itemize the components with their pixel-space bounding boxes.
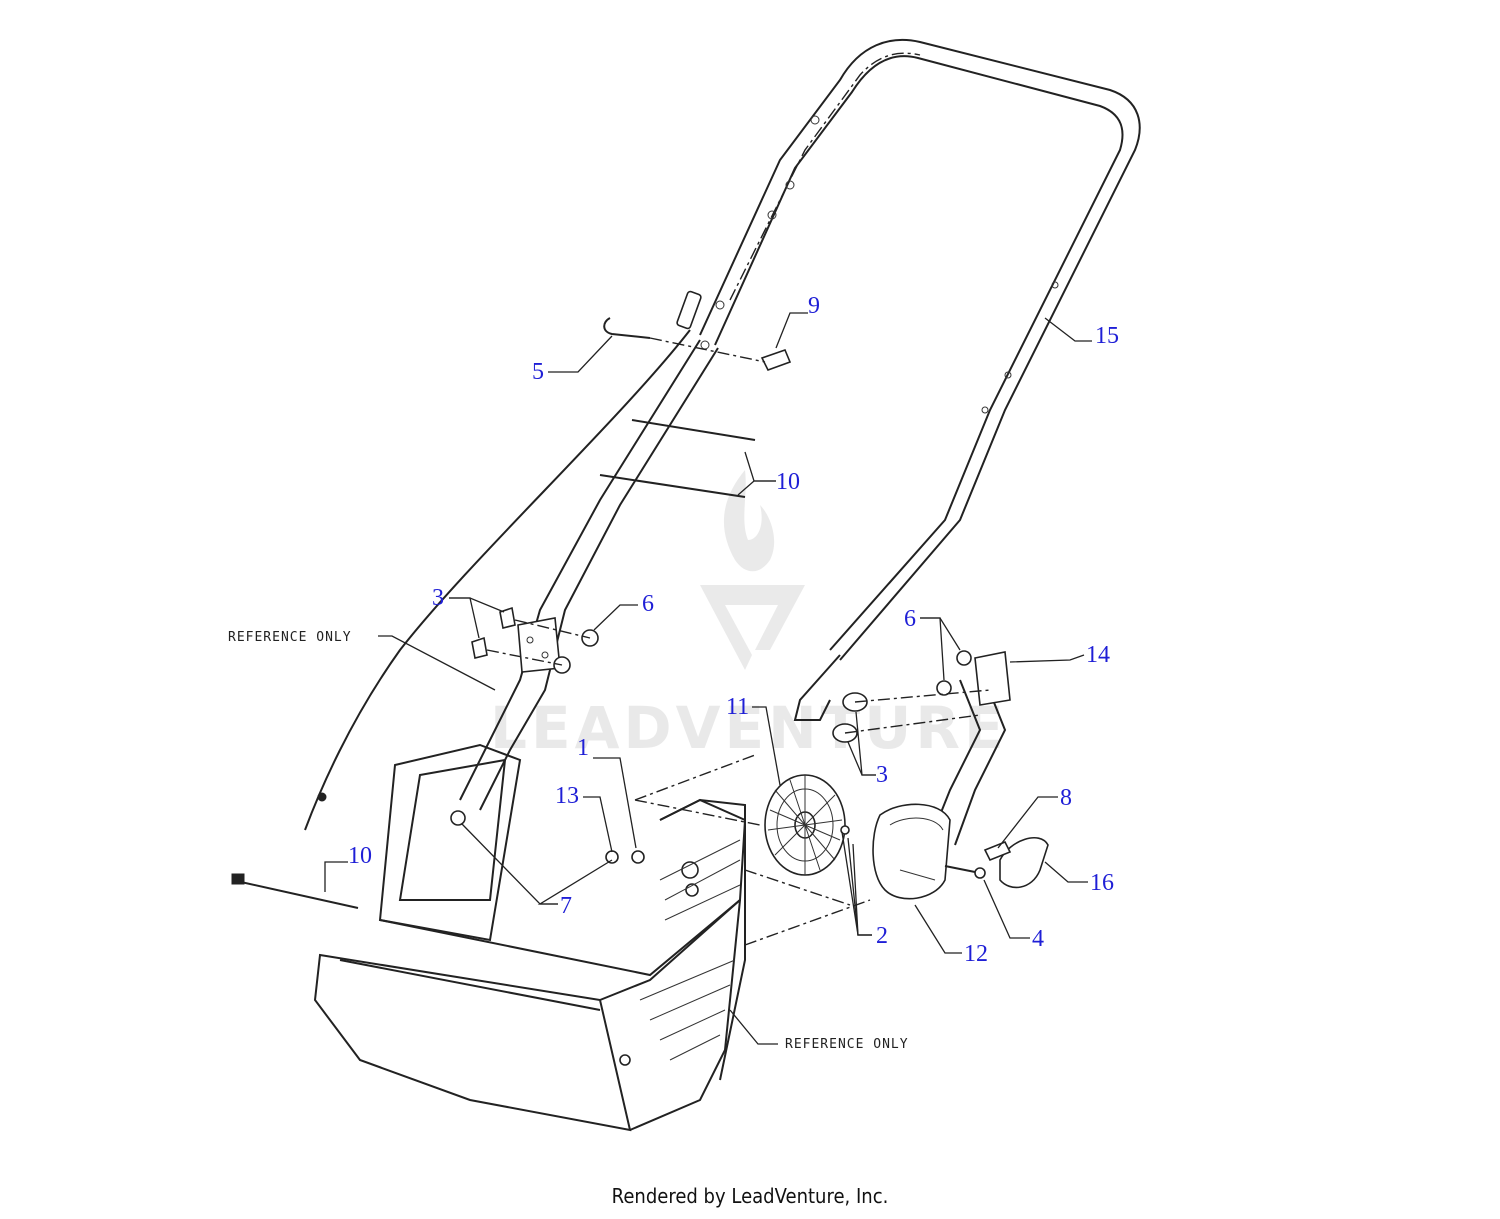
- callout-7: 7: [560, 893, 572, 919]
- watermark-text: LEADVENTURE: [490, 694, 1008, 762]
- watermark-logo: LEADVENTURE: [490, 470, 1008, 762]
- bracket-part-9: [649, 337, 792, 371]
- callout-5: 5: [532, 359, 544, 385]
- exploded-lines: [634, 754, 871, 946]
- callout-8: 8: [1060, 785, 1072, 811]
- cover-part-12: [872, 803, 951, 900]
- upper-handle: [699, 38, 1141, 661]
- callout-11: 11: [726, 694, 749, 720]
- callout-numbers: 5 9 15 10 3 6 6 14 11 1 3 13 8 10 16 7 2…: [348, 293, 1119, 967]
- reference-only-label-upper: REFERENCE ONLY: [228, 630, 352, 645]
- callout-16: 16: [1090, 870, 1114, 896]
- callout-6-left: 6: [642, 591, 654, 617]
- callout-4: 4: [1032, 926, 1044, 952]
- callout-1: 1: [577, 735, 589, 761]
- housing-frame: [313, 743, 747, 1132]
- callout-15: 15: [1095, 323, 1119, 349]
- reference-only-label-lower: REFERENCE ONLY: [785, 1037, 909, 1052]
- hardware-right: [832, 650, 991, 743]
- footer-credit: Rendered by LeadVenture, Inc.: [611, 1184, 889, 1208]
- washers: [605, 850, 645, 864]
- callout-9: 9: [808, 293, 820, 319]
- callout-14: 14: [1086, 642, 1110, 668]
- callout-12: 12: [964, 941, 988, 967]
- leader-lines: [324, 312, 1092, 1045]
- callout-10-lower: 10: [348, 843, 372, 869]
- pulley-part-11: [764, 774, 850, 876]
- control-cable: [304, 290, 702, 831]
- callout-6-right: 6: [904, 606, 916, 632]
- hardware-left: [471, 606, 599, 674]
- callout-13: 13: [555, 783, 579, 809]
- callout-3-right: 3: [876, 762, 888, 788]
- callout-10-upper: 10: [776, 469, 800, 495]
- callout-3-left: 3: [432, 585, 444, 611]
- cable-ties: [231, 419, 756, 909]
- callout-2: 2: [876, 923, 888, 949]
- knob-assembly: [944, 836, 1049, 889]
